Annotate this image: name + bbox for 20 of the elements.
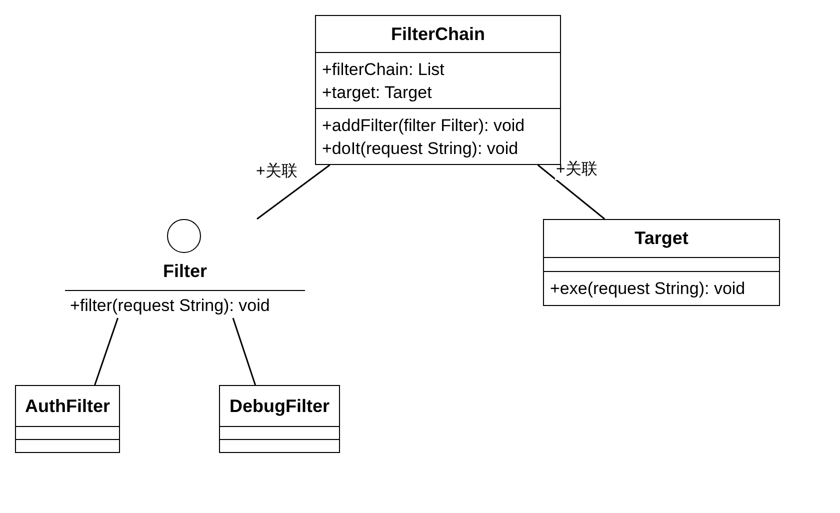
class-name: AuthFilter [24,394,111,418]
association-line [94,318,118,386]
class-box [219,385,340,453]
association-line [232,318,256,386]
class-box [15,385,120,453]
method-text: +exe(request String): void [550,278,746,300]
class-box [543,219,780,306]
method-text: +doIt(request String): void [322,138,520,160]
method-text: +addFilter(filter Filter): void [322,114,526,136]
association-line [537,164,606,220]
attribute-text: +filterChain: List [322,58,446,80]
class-box [315,15,561,165]
edge-label: +关联 [555,160,598,180]
class-name: FilterChain [390,22,486,46]
class-name: DebugFilter [228,394,330,418]
interface-name: Filter [162,260,208,283]
attribute-text: +target: Target [322,82,433,104]
class-name: Target [634,227,690,250]
method-text: +filter(request String): void [70,295,270,317]
association-line [256,164,330,220]
